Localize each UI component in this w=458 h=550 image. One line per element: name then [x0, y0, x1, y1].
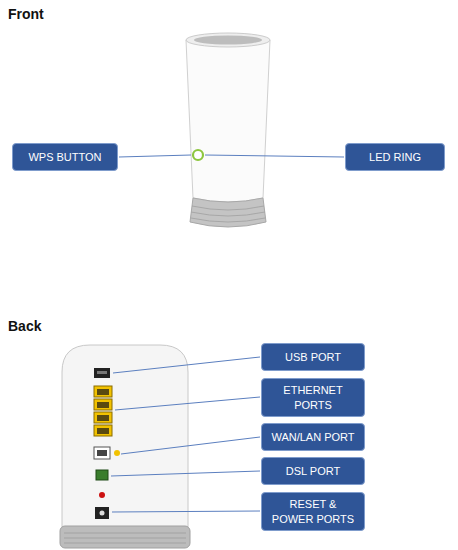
callout-label: ETHERNET PORTS	[280, 383, 346, 412]
callout-box: USB PORT	[261, 343, 365, 371]
usb-port	[97, 371, 107, 374]
ethernet-port	[97, 428, 109, 434]
section-heading: Back	[8, 318, 41, 334]
router-body	[186, 40, 270, 202]
leader-line	[205, 155, 344, 157]
power-port	[100, 511, 105, 516]
callout-box: RESET & POWER PORTS	[261, 492, 365, 531]
power-port	[95, 507, 109, 519]
back-router	[60, 345, 260, 548]
router-top	[186, 33, 270, 47]
callout-label: LED RING	[369, 150, 421, 164]
base-texture	[64, 533, 186, 543]
router-base	[190, 198, 266, 227]
callout-label: USB PORT	[285, 350, 341, 364]
callout-box: WPS BUTTON	[12, 143, 118, 171]
callout-box: DSL PORT	[261, 457, 365, 485]
ethernet-port	[97, 415, 109, 421]
wps-led-ring	[193, 150, 203, 160]
leader-line	[121, 437, 260, 454]
wan-indicator	[114, 450, 120, 456]
top-grille	[194, 36, 262, 45]
callout-label: WPS BUTTON	[28, 150, 101, 164]
dsl-port	[96, 470, 108, 480]
ethernet-port	[94, 412, 112, 423]
ethernet-port	[94, 425, 112, 436]
callout-box: ETHERNET PORTS	[261, 378, 365, 417]
wan-lan-port	[94, 447, 110, 459]
ethernet-port	[94, 386, 112, 397]
callout-box: LED RING	[345, 143, 445, 171]
base-texture	[191, 206, 265, 222]
leader-line	[111, 471, 260, 476]
router-body	[62, 345, 188, 530]
usb-port	[94, 368, 110, 378]
ethernet-port	[97, 389, 109, 395]
front-router	[119, 33, 344, 227]
ethernet-ports	[94, 386, 112, 436]
reset-button	[99, 492, 105, 498]
callout-box: WAN/LAN PORT	[261, 423, 365, 451]
section-heading: Front	[8, 6, 44, 22]
callout-label: WAN/LAN PORT	[271, 430, 354, 444]
wan-lan-port	[97, 450, 107, 456]
callout-label: DSL PORT	[286, 464, 340, 478]
callout-label: RESET & POWER PORTS	[270, 497, 356, 526]
leader-line	[115, 397, 260, 410]
ethernet-port	[94, 399, 112, 410]
ethernet-port	[97, 402, 109, 408]
router-base	[60, 526, 190, 548]
leader-line	[113, 357, 260, 373]
leader-line	[112, 511, 260, 512]
leader-line	[119, 155, 191, 157]
